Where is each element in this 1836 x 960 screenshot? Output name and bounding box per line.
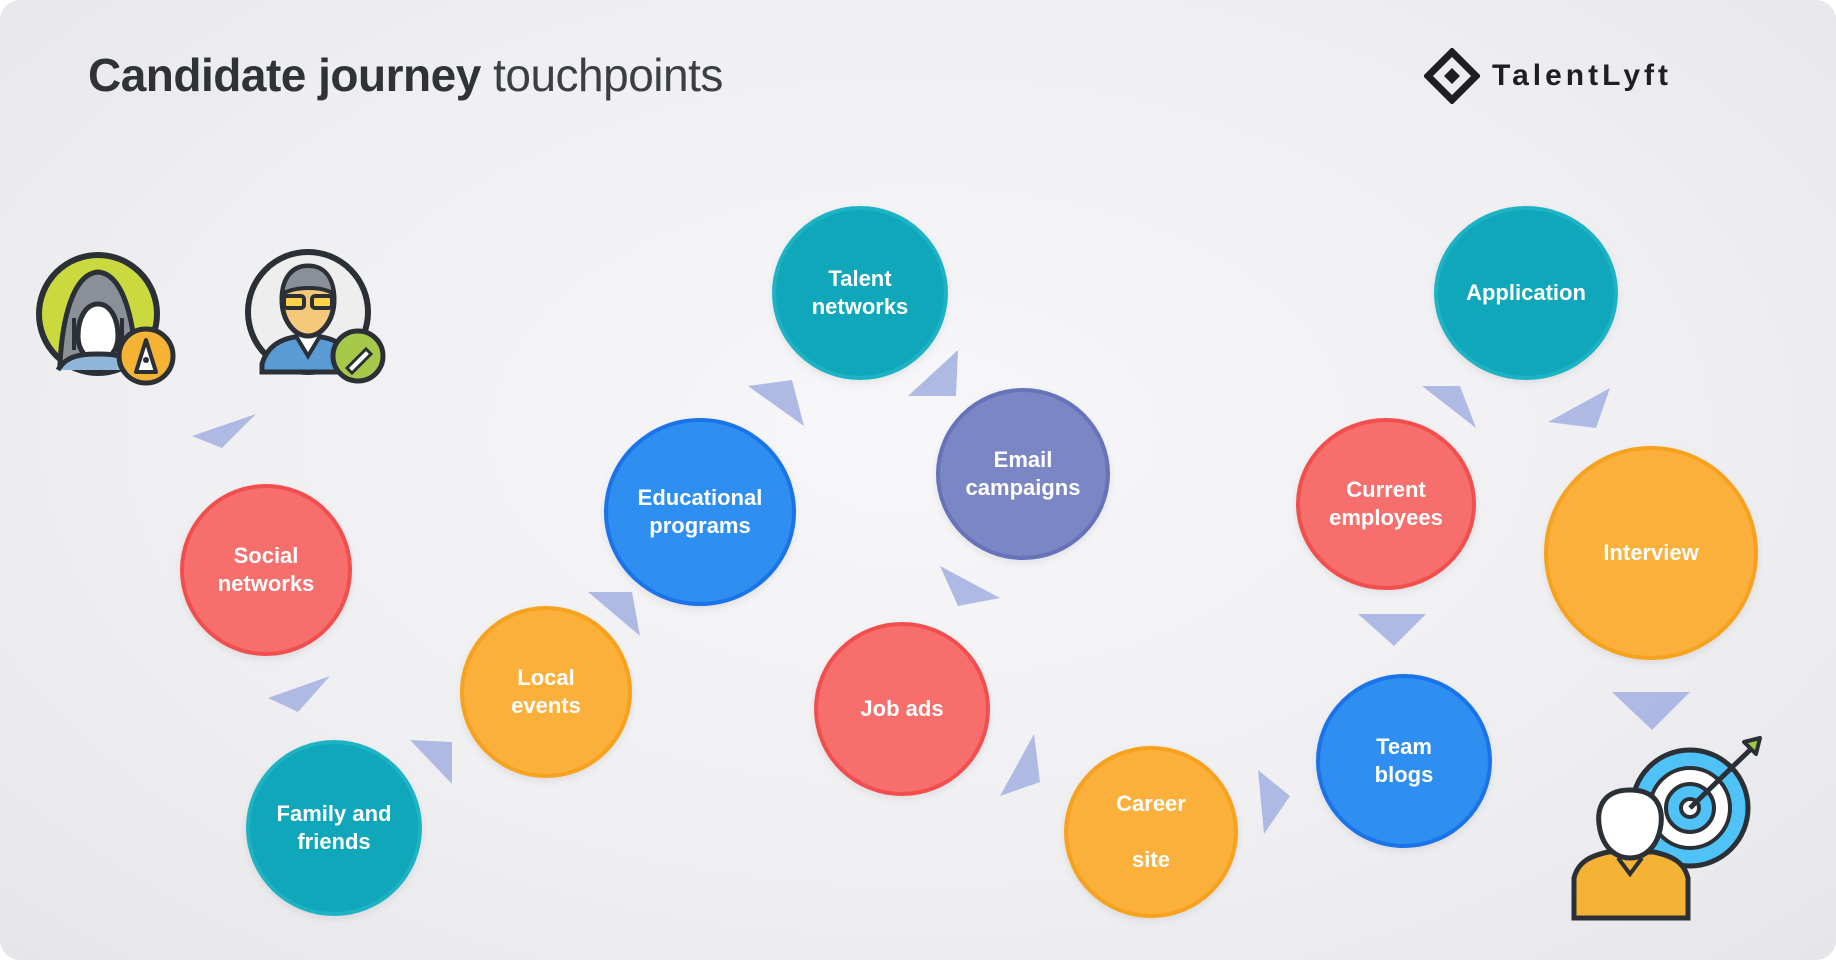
- node-current-employees-label: Current employees: [1329, 477, 1443, 530]
- node-team-blogs: Team blogs: [1316, 674, 1492, 848]
- node-current-employees: Current employees: [1296, 418, 1476, 590]
- arrow-family-to-social: [268, 676, 330, 712]
- page-title-bold: Candidate journey: [88, 49, 481, 101]
- diamond-logo-icon: [1424, 48, 1480, 104]
- arrow-interview-to-application: [1548, 388, 1610, 428]
- node-family-and-friends: Family and friends: [246, 740, 422, 916]
- node-career-site: Career site: [1064, 746, 1238, 918]
- arrow-interview-to-target: [1612, 692, 1690, 730]
- page-title-light: touchpoints: [493, 49, 723, 101]
- node-interview-label: Interview: [1603, 540, 1699, 565]
- arrow-career-to-team: [1258, 770, 1290, 834]
- node-local-events-label: Local events: [511, 665, 581, 718]
- node-social-networks: Social networks: [180, 484, 352, 656]
- node-family-and-friends-label: Family and friends: [276, 801, 392, 854]
- man-candidate-icon: [245, 249, 386, 384]
- node-job-ads: Job ads: [814, 622, 990, 796]
- arrow-current-to-application: [1422, 386, 1476, 428]
- woman-candidate-icon: [36, 252, 176, 386]
- node-career-site-label: Career site: [1116, 791, 1186, 872]
- arrow-educational-to-talent: [748, 380, 804, 426]
- hiring-target-icon: [1571, 736, 1762, 921]
- node-application-label: Application: [1466, 280, 1586, 305]
- node-talent-networks: Talent networks: [772, 206, 948, 380]
- node-social-networks-label: Social networks: [217, 543, 315, 596]
- node-job-ads-label: Job ads: [860, 696, 944, 721]
- node-team-blogs-label: Team blogs: [1374, 734, 1434, 787]
- arrow-talent-to-email: [908, 350, 958, 396]
- arrow-family-to-local: [410, 740, 452, 784]
- arrow-local-to-educational: [588, 592, 640, 636]
- node-interview: Interview: [1544, 446, 1758, 660]
- arrow-job-to-email: [940, 566, 1000, 606]
- page-title: Candidate journey touchpoints: [88, 48, 723, 102]
- node-educational-programs-label: Educational programs: [637, 485, 763, 538]
- node-talent-networks-label: Talent networks: [811, 266, 909, 319]
- arrow-team-to-current: [1358, 614, 1426, 646]
- node-email-campaigns-label: Email campaigns: [965, 447, 1081, 500]
- node-email-campaigns: Email campaigns: [936, 388, 1110, 560]
- arrow-social-to-candidates: [192, 414, 256, 448]
- logo-text: TalentLyft: [1492, 59, 1672, 92]
- node-application: Application: [1434, 206, 1618, 380]
- node-educational-programs: Educational programs: [604, 418, 796, 606]
- talentlyft-logo: TalentLyft: [1424, 46, 1672, 106]
- arrow-job-to-career: [1000, 734, 1040, 796]
- node-local-events: Local events: [460, 606, 632, 778]
